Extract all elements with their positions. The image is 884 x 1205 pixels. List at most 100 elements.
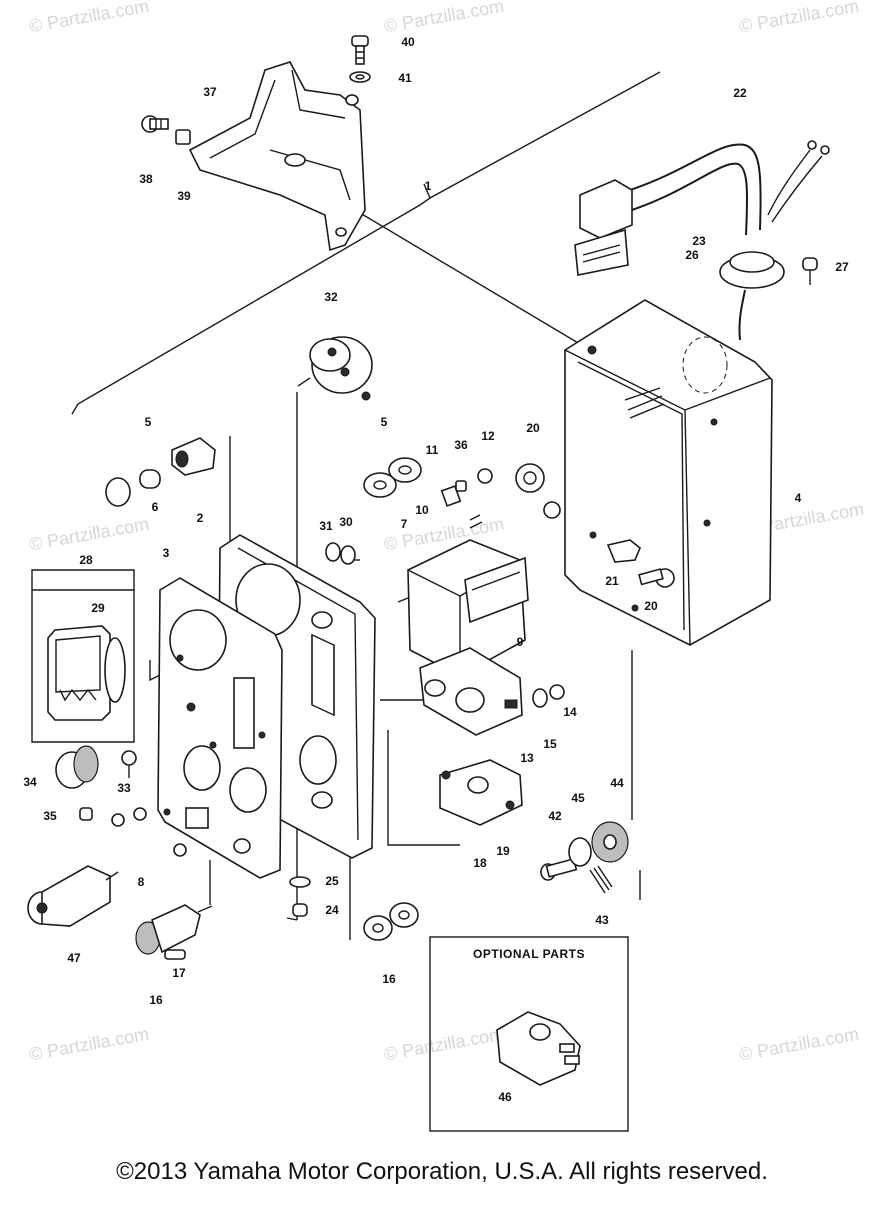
part-label-28: 28 xyxy=(79,553,93,567)
spring-10 xyxy=(469,514,483,529)
part-label-19: 19 xyxy=(496,844,510,858)
grommet-5-right xyxy=(363,457,422,498)
screw-27 xyxy=(802,257,818,285)
wire-harness-22 xyxy=(629,140,830,341)
part-label-38: 38 xyxy=(139,172,153,186)
part-label-44: 44 xyxy=(610,776,624,790)
watermark-text: © Partzilla.com xyxy=(382,0,505,36)
part-label-40: 40 xyxy=(401,35,415,49)
screw-12 xyxy=(477,468,493,484)
optional-parts-box xyxy=(429,936,629,1132)
part-label-29: 29 xyxy=(91,601,105,615)
watermark-text: © Partzilla.com xyxy=(27,0,150,36)
meter-box-28 xyxy=(31,569,135,743)
part-label-33: 33 xyxy=(117,781,131,795)
part-label-46: 46 xyxy=(498,1090,512,1104)
cushion-44 xyxy=(591,821,629,863)
bolt-38 xyxy=(141,115,169,133)
watermark-text: © Partzilla.com xyxy=(382,1024,505,1065)
rectifier-13 xyxy=(419,647,523,736)
part-label-7: 7 xyxy=(401,517,408,531)
mount-bracket-37 xyxy=(188,61,366,252)
part-label-35: 35 xyxy=(43,809,57,823)
part-label-17: 17 xyxy=(172,966,186,980)
watermark-text: © Partzilla.com xyxy=(737,0,860,36)
part-label-15: 15 xyxy=(543,737,557,751)
part-label-31: 31 xyxy=(319,519,333,533)
part-label-5: 5 xyxy=(145,415,152,429)
part-label-47: 47 xyxy=(67,951,81,965)
part-label-45: 45 xyxy=(571,791,585,805)
part-label-9: 9 xyxy=(517,635,524,649)
nut-14 xyxy=(549,684,565,700)
washer-41 xyxy=(349,71,371,83)
part-label-43: 43 xyxy=(595,913,609,927)
key-switch-47 xyxy=(27,865,119,927)
part-label-37: 37 xyxy=(203,85,217,99)
part-label-12: 12 xyxy=(481,429,495,443)
grommets-16-lower xyxy=(363,902,419,941)
nut-39 xyxy=(175,129,191,145)
spacer-45 xyxy=(568,837,592,867)
part-label-13: 13 xyxy=(520,751,534,765)
control-box-4 xyxy=(564,299,773,646)
nut-36 xyxy=(455,480,467,492)
gear-20-upper xyxy=(515,463,561,519)
part-label-20: 20 xyxy=(644,599,658,613)
relay-7 xyxy=(397,539,529,677)
grommet-23 xyxy=(719,251,785,289)
washer-15 xyxy=(532,688,548,708)
screw-33 xyxy=(121,750,137,778)
switch-32 xyxy=(297,336,373,401)
bolt-24 xyxy=(292,903,308,917)
part-label-16: 16 xyxy=(382,972,396,986)
part-label-6: 6 xyxy=(152,500,159,514)
watermark-text: © Partzilla.com xyxy=(27,514,150,555)
clamp-21 xyxy=(606,539,641,563)
part-label-4: 4 xyxy=(795,491,802,505)
part-label-16: 16 xyxy=(149,993,163,1007)
part-label-18: 18 xyxy=(473,856,487,870)
washer-25 xyxy=(289,876,311,888)
part-label-22: 22 xyxy=(733,86,747,100)
panel-3 xyxy=(157,577,283,879)
part-label-26: 26 xyxy=(685,248,699,262)
part-label-23: 23 xyxy=(692,234,706,248)
nut-43 xyxy=(589,865,613,894)
part-label-10: 10 xyxy=(415,503,429,517)
switch-18 xyxy=(439,759,523,826)
part-label-42: 42 xyxy=(548,809,562,823)
connector-plug-26 xyxy=(574,179,633,276)
bolt-20-lower xyxy=(638,568,675,588)
part-label-36: 36 xyxy=(454,438,468,452)
part-label-21: 21 xyxy=(605,574,619,588)
part-label-30: 30 xyxy=(339,515,353,529)
part-label-20: 20 xyxy=(526,421,540,435)
part-label-32: 32 xyxy=(324,290,338,304)
screws-8 xyxy=(111,807,187,857)
copyright-notice: ©2013 Yamaha Motor Corporation, U.S.A. A… xyxy=(116,1158,768,1185)
optional-parts-title: OPTIONAL PARTS xyxy=(473,947,585,961)
part-label-25: 25 xyxy=(325,874,339,888)
part-label-14: 14 xyxy=(563,705,577,719)
switch-16-lower-left xyxy=(135,904,213,955)
part-label-34: 34 xyxy=(23,775,37,789)
bolt-40 xyxy=(351,35,369,65)
part-label-39: 39 xyxy=(177,189,191,203)
bolt-42 xyxy=(540,857,578,881)
bracket-11 xyxy=(440,485,462,507)
clip-17 xyxy=(164,949,186,960)
part-label-41: 41 xyxy=(398,71,412,85)
part-label-27: 27 xyxy=(835,260,849,274)
part-label-1: 1 xyxy=(425,179,432,193)
part-label-24: 24 xyxy=(325,903,339,917)
part-label-3: 3 xyxy=(163,546,170,560)
nut-35 xyxy=(79,807,93,821)
washers-30-31 xyxy=(325,542,356,565)
part-label-11: 11 xyxy=(426,443,439,457)
part-label-2: 2 xyxy=(197,511,204,525)
fuse-holder-5-left xyxy=(105,437,216,507)
meter-34 xyxy=(55,745,99,789)
